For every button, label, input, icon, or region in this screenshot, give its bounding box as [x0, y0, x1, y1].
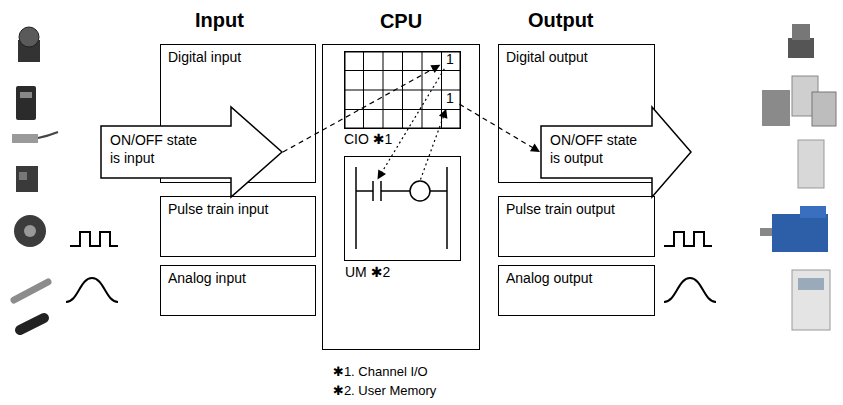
channel-io-grid: CIO ✱1: [344, 51, 461, 129]
memory-label: UM ✱2: [345, 264, 460, 281]
box-title: Digital input: [168, 49, 308, 66]
column-heading: Output: [528, 8, 594, 32]
box-title: Pulse train output: [506, 201, 647, 218]
arrow-text: ON/OFF state is output: [550, 131, 646, 167]
box-title: Analog output: [506, 270, 647, 287]
arrow-head: [378, 170, 387, 180]
arrow-head: [430, 65, 440, 73]
cpu-box: CIO ✱1UM ✱2CPU: [322, 44, 480, 350]
signal-arrow: ON/OFF state is input: [100, 106, 283, 198]
ladder-box: UM ✱2: [344, 156, 461, 261]
pulse-wave: [664, 232, 712, 246]
dashed-line: [381, 69, 445, 174]
footnote: ✱1. Channel I/O: [333, 364, 428, 380]
dashed-line: [421, 114, 445, 179]
output-box: Analog output: [498, 265, 655, 316]
memory-label: CIO ✱1: [344, 131, 461, 148]
bit-value: 1: [444, 51, 456, 68]
signal-arrow: ON/OFF state is output: [540, 106, 692, 198]
box-title: Analog input: [168, 270, 308, 287]
input-box: Pulse train input: [160, 196, 316, 257]
output-box: Pulse train output: [498, 196, 655, 257]
analog-wave: [66, 278, 118, 302]
input-box: Analog input: [160, 265, 316, 316]
section-heading: CPU: [323, 9, 479, 33]
output-devices: [760, 24, 836, 330]
pulse-wave: [70, 232, 118, 246]
arrow-text: ON/OFF state is input: [110, 131, 206, 167]
ladder-diagram: [345, 157, 459, 259]
signal-connector: [378, 69, 445, 180]
signal-connector: [459, 104, 540, 152]
box-title: Pulse train input: [168, 201, 308, 218]
arrow-head: [530, 144, 540, 153]
column-heading: Input: [195, 8, 244, 32]
box-title: Digital output: [506, 49, 647, 66]
analog-wave: [664, 278, 716, 302]
arrow-outline: [541, 107, 691, 197]
input-devices: [12, 27, 58, 330]
arrow-head: [439, 109, 448, 119]
bit-value: 1: [444, 90, 456, 107]
arrow-outline: [101, 107, 282, 197]
memory-grid: [344, 51, 461, 129]
footnote: ✱2. User Memory: [333, 383, 436, 399]
signal-connector: [421, 109, 448, 180]
